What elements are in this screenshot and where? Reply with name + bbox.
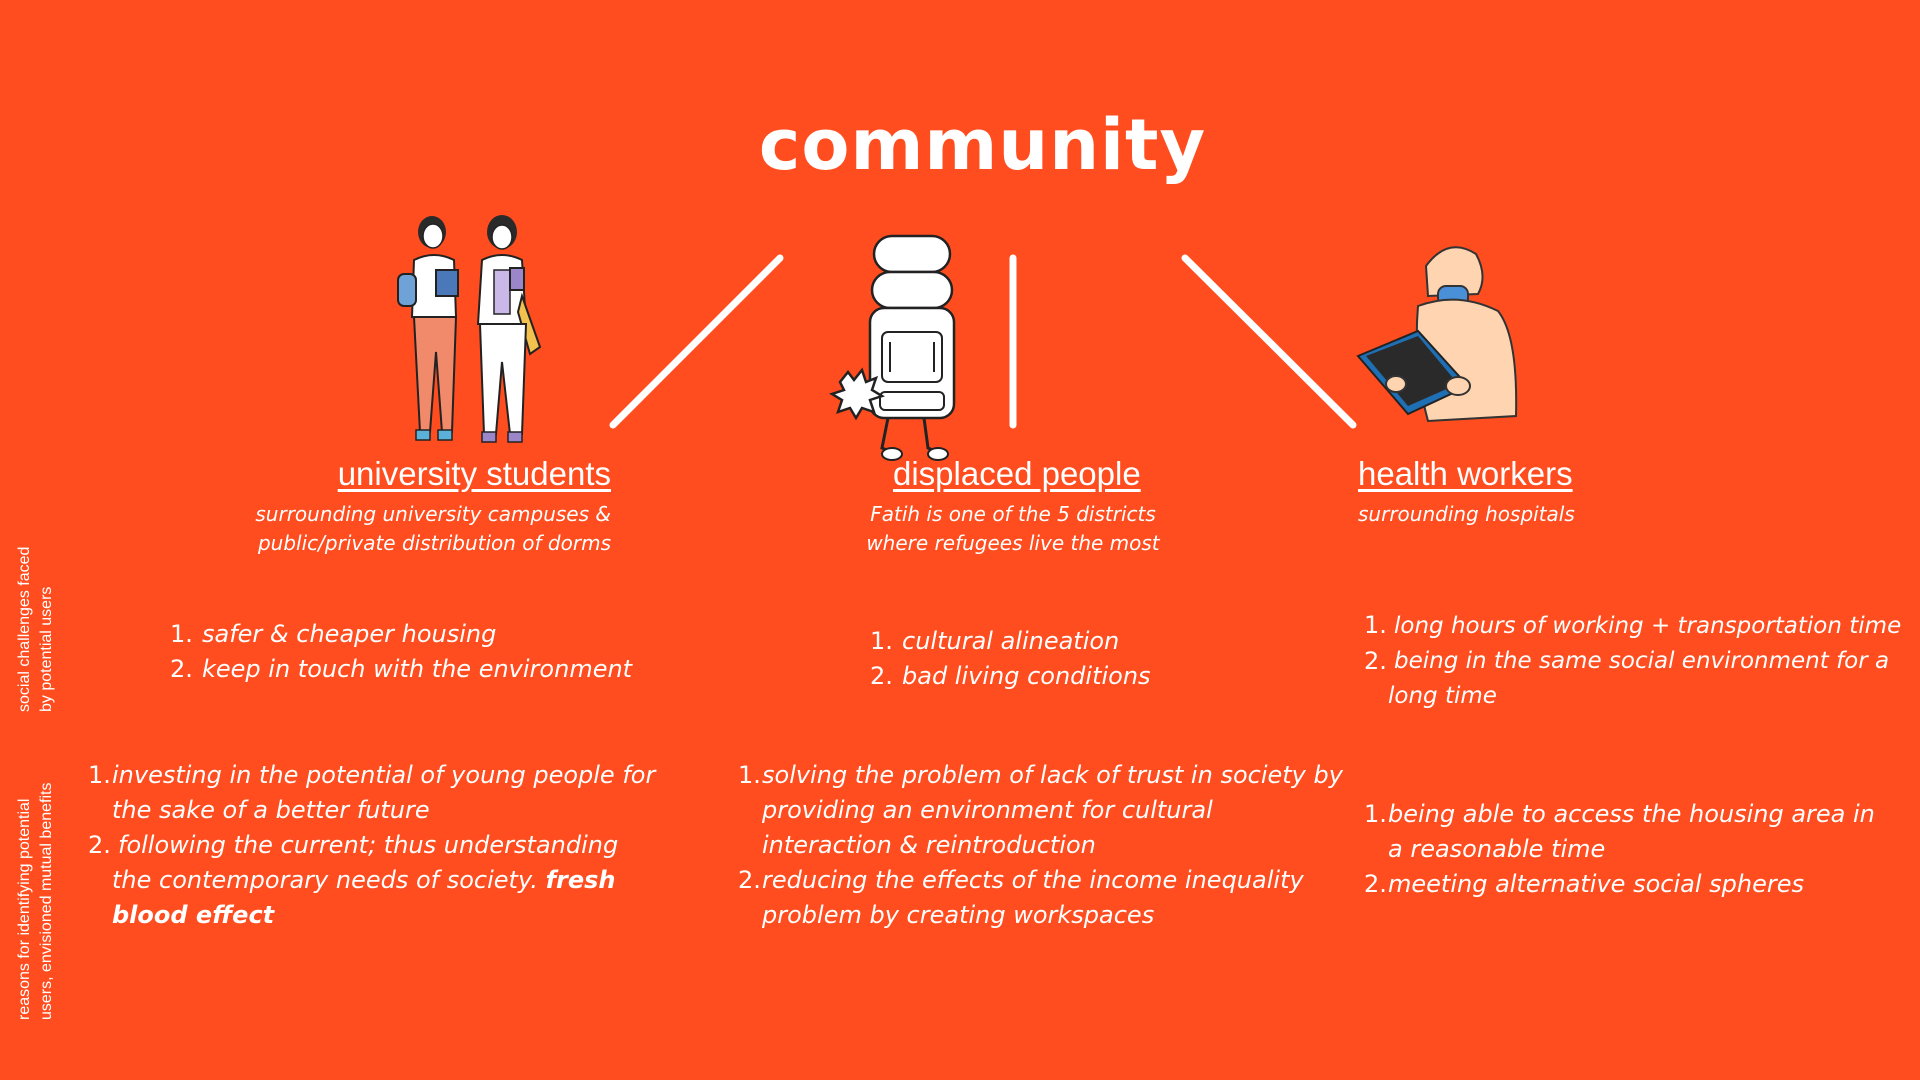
list-text: providing an environment for cultural [762,796,1213,824]
list-text: the sake of a better future [112,796,430,824]
side-label-benefits: reasons for identifying potential users,… [14,783,58,1020]
list-number: 1. [870,627,893,655]
subtitle-line: surrounding hospitals [1358,502,1575,526]
list-number: 2. [88,831,111,859]
list-text: safer & cheaper housing [202,620,497,648]
list-item: 1. long hours of working + transportatio… [1364,608,1901,644]
list-item: 1. being able to access the housing area… [1364,797,1875,867]
list-item: 1. safer & cheaper housing [170,617,632,652]
side-label-challenges: social challenges faced by potential use… [14,547,58,712]
list-text: meeting alternative social spheres [1388,870,1804,898]
list-item: 2. meeting alternative social spheres [1364,867,1875,902]
subtitle-line: surrounding university campuses & [255,502,611,526]
list-text: reducing the effects of the income inequ… [762,866,1304,894]
list-item: 1. investing in the potential of young p… [88,758,655,828]
challenges-list-displaced-people: 1. cultural alineation 2. bad living con… [870,624,1151,694]
list-number: 2. [738,866,761,894]
list-item: 2. reducing the effects of the income in… [738,863,1343,933]
connector-line-left [609,254,784,429]
backpacker-illustration-icon [829,234,956,461]
list-text: keep in touch with the environment [202,655,633,683]
list-text: being able to access the housing area in [1388,800,1875,828]
list-number: 2. [170,655,193,683]
heading-displaced-people: displaced people [893,455,1141,492]
side-label-line: social challenges faced [16,546,33,712]
list-text: being in the same social environment for… [1394,648,1890,674]
list-text: long hours of working + transportation t… [1394,613,1902,639]
list-text: long time [1388,683,1497,709]
subtitle-line: where refugees live the most [866,531,1160,555]
list-text: solving the problem of lack of trust in … [762,761,1343,789]
subtitle-university-students: surrounding university campuses & public… [255,500,611,558]
list-item: 2. being in the same social environment … [1364,644,1901,714]
health-worker-illustration-icon [1356,246,1518,423]
heading-health-workers: health workers [1358,455,1573,492]
students-illustration-icon [397,215,542,443]
benefits-list-displaced-people: 1. solving the problem of lack of trust … [738,758,1343,933]
list-text: a reasonable time [1388,835,1606,863]
list-text: investing in the potential of young peop… [112,761,656,789]
list-text-bold: blood effect [112,901,275,929]
benefits-list-health-workers: 1. being able to access the housing area… [1364,797,1875,902]
list-text: the contemporary needs of society. [112,866,538,894]
list-number: 1. [1364,611,1387,639]
connector-line-right [1181,254,1357,429]
list-number: 2. [870,662,893,690]
list-item: 2. following the current; thus understan… [88,828,655,933]
list-text: problem by creating workspaces [762,901,1155,929]
subtitle-line: public/private distribution of dorms [257,531,611,555]
list-number: 1. [88,761,111,789]
benefits-list-university-students: 1. investing in the potential of young p… [88,758,655,933]
list-item: 1. solving the problem of lack of trust … [738,758,1343,863]
side-label-line: reasons for identifying potential [16,798,33,1020]
list-item: 1. cultural alineation [870,624,1151,659]
list-number: 1. [170,620,193,648]
list-number: 1. [738,761,761,789]
list-text-bold: fresh [545,866,616,894]
side-label-line: users, envisioned mutual benefits [38,782,55,1020]
list-text: cultural alineation [902,627,1120,655]
list-text: interaction & reintroduction [762,831,1096,859]
list-text-line: blood effect [112,898,655,933]
list-number: 1. [1364,800,1387,828]
list-text: bad living conditions [902,662,1151,690]
page-title: community [758,104,1207,186]
subtitle-displaced-people: Fatih is one of the 5 districts where re… [813,500,1213,558]
subtitle-line: Fatih is one of the 5 districts [870,502,1156,526]
list-text: following the current; thus understandin… [118,831,619,859]
list-number: 2. [1364,870,1387,898]
challenges-list-university-students: 1. safer & cheaper housing 2. keep in to… [170,617,632,687]
list-item: 2. keep in touch with the environment [170,652,632,687]
side-label-line: by potential users [38,586,55,712]
challenges-list-health-workers: 1. long hours of working + transportatio… [1364,608,1901,714]
subtitle-health-workers: surrounding hospitals [1358,500,1575,529]
list-text-line: the contemporary needs of society. fresh [112,863,655,898]
list-item: 2. bad living conditions [870,659,1151,694]
list-number: 2. [1364,647,1387,675]
heading-university-students: university students [337,455,611,492]
